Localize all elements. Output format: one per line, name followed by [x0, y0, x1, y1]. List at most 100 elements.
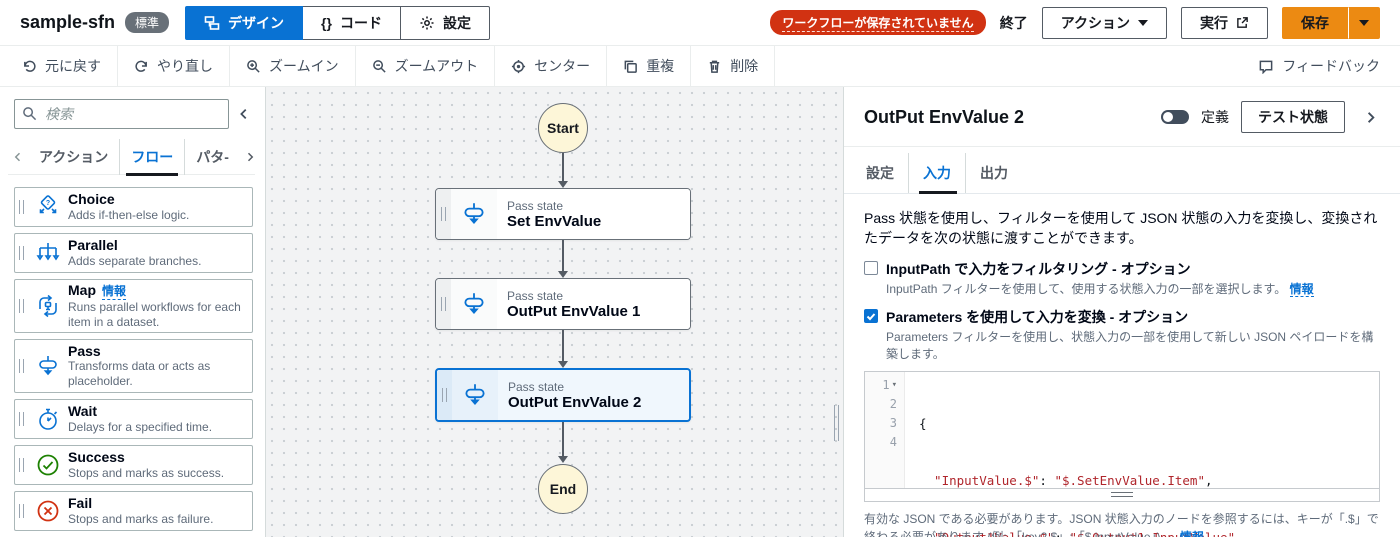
state-card-map[interactable]: Map 情報 Runs parallel workflows for each …: [14, 279, 253, 333]
drag-handle[interactable]: [437, 370, 452, 420]
svg-text:?: ?: [46, 200, 50, 207]
redo-icon: [134, 59, 149, 74]
check-icon: [866, 311, 876, 321]
save-dropdown-button[interactable]: [1348, 6, 1380, 39]
duplicate-icon: [623, 59, 638, 74]
drag-handle[interactable]: [15, 504, 28, 518]
zoom-in-button[interactable]: ズームイン: [230, 46, 356, 86]
workflow-icon: [204, 15, 220, 31]
state-card-parallel[interactable]: Parallel Adds separate branches.: [14, 233, 253, 273]
caret-down-icon: [1359, 19, 1369, 26]
drag-handle[interactable]: [15, 458, 28, 472]
undo-button[interactable]: 元に戻す: [6, 46, 118, 86]
sidebar-tab-actions[interactable]: アクション: [39, 148, 109, 165]
end-node: End: [538, 464, 588, 514]
inputpath-info-link[interactable]: 情報: [1289, 281, 1314, 297]
drag-handle[interactable]: [436, 279, 451, 329]
node-output-envvalue-1[interactable]: Pass state OutPut EnvValue 1: [435, 278, 691, 330]
drag-handle[interactable]: [15, 246, 28, 260]
tab-design[interactable]: デザイン: [185, 5, 304, 40]
unsaved-status-badge[interactable]: ワークフローが保存されていません: [770, 10, 986, 35]
arrowhead-icon: [558, 271, 568, 278]
state-card-pass[interactable]: Pass Transforms data or acts as placehol…: [14, 339, 253, 393]
undo-icon: [22, 59, 37, 74]
drag-handle[interactable]: [15, 412, 28, 426]
collapse-sidebar-button[interactable]: [235, 105, 253, 123]
panel-resize-handle[interactable]: [834, 405, 839, 441]
actions-dropdown-button[interactable]: アクション: [1041, 6, 1167, 39]
node-set-envvalue[interactable]: Pass state Set EnvValue: [435, 188, 691, 240]
tabs-scroll-left-button[interactable]: [8, 151, 28, 163]
chevron-right-icon: [1363, 110, 1378, 125]
center-button[interactable]: センター: [495, 46, 608, 86]
zoom-in-icon: [246, 59, 261, 74]
panel-tab-input[interactable]: 入力: [908, 153, 965, 194]
panel-tab-settings[interactable]: 設定: [866, 165, 894, 181]
editor-gutter: 1▾ 2 3 4: [865, 371, 905, 488]
editor-code-area[interactable]: { "InputValue.$": "$.SetEnvValue.Item", …: [905, 372, 1379, 537]
pass-icon: [451, 279, 497, 329]
drag-handle[interactable]: [15, 200, 28, 214]
state-card-wait[interactable]: Wait Delays for a specified time.: [14, 399, 253, 439]
workflow-type-badge: 標準: [125, 12, 170, 33]
duplicate-button[interactable]: 重複: [607, 46, 692, 86]
search-input[interactable]: [14, 99, 229, 129]
save-button[interactable]: 保存: [1282, 6, 1348, 39]
parameters-checkbox[interactable]: [864, 309, 878, 324]
parallel-icon: [28, 240, 68, 266]
drag-handle[interactable]: [436, 189, 451, 239]
chevron-left-icon: [237, 107, 251, 121]
center-icon: [511, 59, 526, 74]
code-line: "Output1Value.$": "$.Output1.InputValue": [919, 528, 1379, 537]
edge: [562, 330, 564, 361]
drag-handle[interactable]: [15, 299, 28, 313]
chevron-left-icon: [12, 151, 24, 163]
footer-info-link[interactable]: 情報: [1179, 529, 1204, 537]
inputpath-checkbox-row[interactable]: InputPath で入力をフィルタリング - オプション: [864, 259, 1380, 279]
workflow-canvas[interactable]: Start Pass state Set EnvValue Pass state…: [266, 87, 843, 537]
panel-tab-output[interactable]: 出力: [965, 153, 1022, 193]
editor-resize-handle[interactable]: [864, 488, 1380, 502]
feedback-button[interactable]: フィードバック: [1242, 46, 1400, 86]
drag-handle[interactable]: [15, 359, 28, 373]
close-panel-button[interactable]: [1361, 108, 1380, 127]
sidebar-tab-flow[interactable]: フロー: [119, 138, 184, 176]
external-link-icon: [1236, 16, 1249, 29]
state-card-fail[interactable]: Fail Stops and marks as failure.: [14, 491, 253, 531]
tabs-scroll-right-button[interactable]: [240, 151, 260, 163]
wait-icon: [28, 406, 68, 432]
states-sidebar: アクション フロー パタ- ? Choice Adds if-then-else…: [0, 87, 266, 537]
parameters-description: Parameters フィルターを使用し、状態入力の一部を使用して新しい JSO…: [886, 330, 1374, 362]
state-card-success[interactable]: Success Stops and marks as success.: [14, 445, 253, 485]
pass-icon: [28, 353, 68, 379]
parameters-checkbox-row[interactable]: Parameters を使用して入力を変換 - オプション: [864, 307, 1380, 327]
arrowhead-icon: [558, 456, 568, 463]
tab-code[interactable]: {} コード: [303, 5, 401, 40]
definition-toggle[interactable]: [1161, 110, 1189, 124]
exit-button[interactable]: 終了: [999, 14, 1028, 31]
inputpath-checkbox[interactable]: [864, 260, 878, 275]
panel-tabs: 設定 入力 出力: [844, 147, 1400, 194]
fold-caret-icon[interactable]: ▾: [891, 380, 897, 391]
state-detail-panel: OutPut EnvValue 2 定義 テスト状態 設定 入力 出力 Pass…: [843, 87, 1400, 537]
zoom-out-button[interactable]: ズームアウト: [356, 46, 496, 86]
top-bar: sample-sfn 標準 デザイン {} コード 設定 ワークフローが保存され…: [0, 0, 1400, 46]
sidebar-tab-patterns[interactable]: パタ-: [184, 138, 240, 175]
execute-button[interactable]: 実行: [1181, 6, 1268, 39]
caret-down-icon: [1138, 19, 1148, 26]
start-node: Start: [538, 103, 588, 153]
map-info-link[interactable]: 情報: [102, 284, 127, 300]
node-output-envvalue-2[interactable]: Pass state OutPut EnvValue 2: [435, 368, 691, 422]
tab-settings[interactable]: 設定: [400, 5, 490, 40]
success-icon: [28, 452, 68, 478]
edge: [562, 240, 564, 271]
divider: [844, 146, 1400, 147]
parameters-json-editor[interactable]: 1▾ 2 3 4 { "InputValue.$": "$.SetEnvValu…: [864, 370, 1380, 537]
search-icon: [22, 106, 37, 121]
edge: [562, 153, 564, 182]
redo-button[interactable]: やり直し: [118, 46, 230, 86]
delete-button[interactable]: 削除: [691, 46, 776, 86]
state-card-choice[interactable]: ? Choice Adds if-then-else logic.: [14, 187, 253, 227]
test-state-button[interactable]: テスト状態: [1241, 101, 1345, 133]
chevron-right-icon: [244, 151, 256, 163]
